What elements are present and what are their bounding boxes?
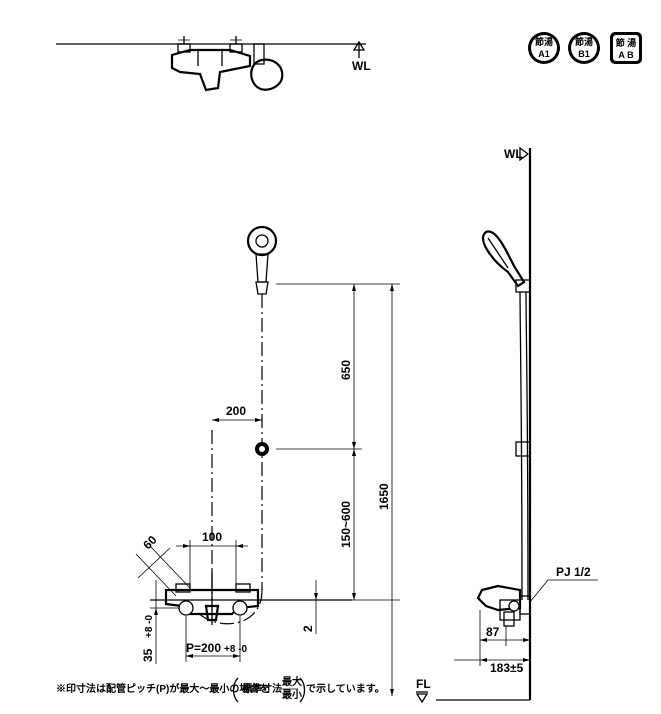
note-bracket-max: 最大 xyxy=(282,675,302,688)
dim-35-tolerance: +8 -0 xyxy=(144,614,155,638)
side-view: WL PJ 1/2 87 183±5 xyxy=(436,146,598,701)
dim-35: 35 xyxy=(141,648,155,662)
front-view xyxy=(150,225,352,625)
top-view: WL xyxy=(56,36,371,92)
note-prefix: ※印寸法は配管ピッチ(P)が最大～最小の場合を xyxy=(56,682,269,695)
pj-label: PJ 1/2 xyxy=(556,565,591,579)
dim-200: 200 xyxy=(226,404,246,418)
dim-pitch-tolerance: +8 -0 xyxy=(224,644,248,655)
note: ※印寸法は配管ピッチ(P)が最大～最小の場合を 標準寸法 最大 最小 で示してい… xyxy=(56,675,385,703)
badge-a1-line2: A1 xyxy=(538,49,550,59)
note-bracket-main: 標準寸法 xyxy=(242,682,282,695)
front-dimensions: 200 650 150~600 1650 100 60 xyxy=(135,283,400,696)
dim-150-600: 150~600 xyxy=(339,501,353,548)
badge-b1-line1: 節湯 xyxy=(574,36,593,47)
dim-pitch: P=200 xyxy=(186,641,221,655)
badge-b1: 節湯 B1 xyxy=(568,32,600,64)
badge-ab-line1: 節 湯 xyxy=(615,37,637,48)
fl-label: FL xyxy=(416,677,431,691)
dim-1650: 1650 xyxy=(377,483,391,510)
dim-100: 100 xyxy=(202,530,222,544)
badge-a1: 節湯 A1 xyxy=(528,32,560,64)
badge-a1-line1: 節湯 xyxy=(534,36,553,47)
note-bracket-min: 最小 xyxy=(282,688,302,701)
note-suffix: で示しています。 xyxy=(306,683,385,695)
badge-ab: 節 湯 A B xyxy=(610,32,642,64)
badges: 節湯 A1 節湯 B1 節 湯 A B xyxy=(528,32,642,64)
floor-level-mark: FL xyxy=(415,677,431,704)
dim-650: 650 xyxy=(339,360,353,380)
dim-60: 60 xyxy=(140,533,160,553)
wl-side-label: WL xyxy=(504,147,523,161)
badge-b1-line2: B1 xyxy=(578,49,590,59)
dim-87: 87 xyxy=(486,625,500,639)
badge-ab-line2: A B xyxy=(618,50,634,60)
dim-2: 2 xyxy=(301,625,315,632)
dim-183: 183±5 xyxy=(490,661,524,675)
wl-top-label: WL xyxy=(352,59,371,73)
